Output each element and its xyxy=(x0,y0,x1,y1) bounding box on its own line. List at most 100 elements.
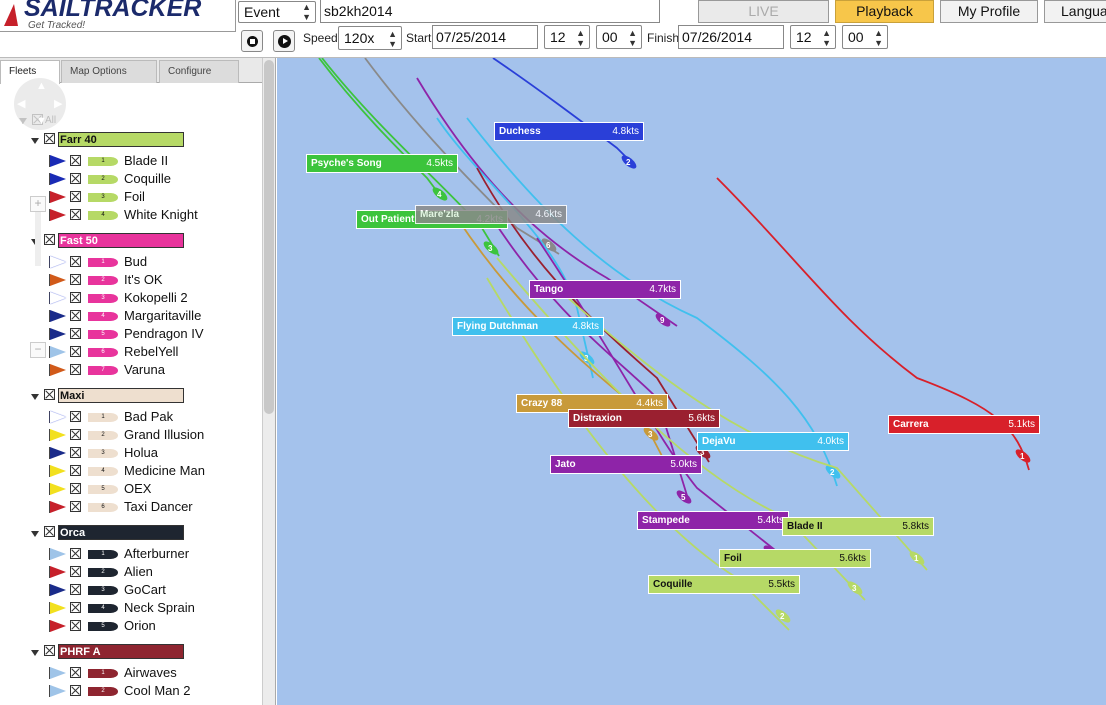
live-button[interactable]: LIVE xyxy=(698,0,829,23)
fleet-checkbox[interactable] xyxy=(44,234,55,245)
boat-name[interactable]: Taxi Dancer xyxy=(124,499,193,514)
boat-checkbox[interactable] xyxy=(70,209,81,220)
event-type-select[interactable]: Event ▲▼ xyxy=(238,1,316,23)
fleet-checkbox[interactable] xyxy=(44,526,55,537)
boat-position-marker[interactable] xyxy=(774,607,793,625)
boat-position-marker[interactable] xyxy=(1014,447,1033,465)
boat-name[interactable]: Coquille xyxy=(124,171,171,186)
pan-up-icon[interactable]: ▲ xyxy=(36,80,47,92)
boat-position-marker[interactable] xyxy=(908,549,927,567)
boat-name[interactable]: Margaritaville xyxy=(124,308,202,323)
boat-position-marker[interactable] xyxy=(431,185,450,203)
boat-checkbox[interactable] xyxy=(70,429,81,440)
boat-checkbox[interactable] xyxy=(70,465,81,476)
map-pan-control[interactable]: ▲ ▼ ◀ ▶ xyxy=(14,78,66,130)
boat-name[interactable]: Kokopelli 2 xyxy=(124,290,188,305)
fleet-header[interactable]: Fast 50 xyxy=(58,233,184,248)
boat-name[interactable]: Varuna xyxy=(124,362,165,377)
fleet-header[interactable]: Orca xyxy=(58,525,184,540)
boat-checkbox[interactable] xyxy=(70,191,81,202)
boat-checkbox[interactable] xyxy=(70,411,81,422)
boat-name[interactable]: It's OK xyxy=(124,272,163,287)
fleet-expand-toggle[interactable] xyxy=(31,138,39,144)
finish-minute-select[interactable]: 00 ▲▼ xyxy=(842,25,888,49)
boat-checkbox[interactable] xyxy=(70,155,81,166)
boat-checkbox[interactable] xyxy=(70,447,81,458)
boat-name[interactable]: Bad Pak xyxy=(124,409,174,424)
playback-button[interactable]: Playback xyxy=(835,0,934,23)
boat-checkbox[interactable] xyxy=(70,364,81,375)
fleet-expand-toggle[interactable] xyxy=(31,531,39,537)
boat-name[interactable]: Bud xyxy=(124,254,148,269)
boat-name[interactable]: Orion xyxy=(124,618,156,633)
boat-name[interactable]: Pendragon IV xyxy=(124,326,204,341)
boat-name[interactable]: Medicine Man xyxy=(124,463,205,478)
fleet-expand-toggle[interactable] xyxy=(31,394,39,400)
boat-checkbox[interactable] xyxy=(70,667,81,678)
fleet-checkbox[interactable] xyxy=(44,389,55,400)
boat-checkbox[interactable] xyxy=(70,310,81,321)
fleet-header[interactable]: Maxi xyxy=(58,388,184,403)
boat-name[interactable]: Cool Man 2 xyxy=(124,683,191,698)
boat-checkbox[interactable] xyxy=(70,173,81,184)
tab-map-options[interactable]: Map Options xyxy=(61,60,157,83)
boat-name[interactable]: Afterburner xyxy=(124,546,190,561)
boat-checkbox[interactable] xyxy=(70,548,81,559)
boat-name[interactable]: Alien xyxy=(124,564,153,579)
boat-checkbox[interactable] xyxy=(70,346,81,357)
language-button[interactable]: Langua xyxy=(1044,0,1106,23)
pan-right-icon[interactable]: ▶ xyxy=(54,98,63,110)
boat-name[interactable]: Foil xyxy=(124,189,145,204)
sailtracker-logo[interactable]: SAILTRACKER Get Tracked! xyxy=(0,0,236,32)
speed-select[interactable]: 120x ▲▼ xyxy=(338,26,402,50)
boat-name[interactable]: GoCart xyxy=(124,582,166,597)
pan-down-icon[interactable]: ▼ xyxy=(36,115,47,127)
sidebar-scrollbar[interactable] xyxy=(262,58,275,705)
start-minute-select[interactable]: 00 ▲▼ xyxy=(596,25,642,49)
pan-left-icon[interactable]: ◀ xyxy=(17,98,26,110)
fleet-checkbox[interactable] xyxy=(44,133,55,144)
fleet-header[interactable]: Farr 40 xyxy=(58,132,184,147)
boat-checkbox[interactable] xyxy=(70,328,81,339)
boat-name[interactable]: Blade II xyxy=(124,153,169,168)
zoom-out-button[interactable]: − xyxy=(30,342,46,358)
boat-name[interactable]: Holua xyxy=(124,445,158,460)
fleet-checkbox[interactable] xyxy=(44,645,55,656)
boat-checkbox[interactable] xyxy=(70,483,81,494)
boat-checkbox[interactable] xyxy=(70,620,81,631)
boat-checkbox[interactable] xyxy=(70,685,81,696)
boat-name[interactable]: Neck Sprain xyxy=(124,600,195,615)
boat-checkbox[interactable] xyxy=(70,292,81,303)
boat-position-marker[interactable] xyxy=(642,425,661,443)
start-hour-select[interactable]: 12 ▲▼ xyxy=(544,25,590,49)
tab-configure[interactable]: Configure xyxy=(159,60,239,83)
boat-checkbox[interactable] xyxy=(70,584,81,595)
boat-name[interactable]: Airwaves xyxy=(124,665,177,680)
boat-position-marker[interactable] xyxy=(846,579,865,597)
boat-name[interactable]: White Knight xyxy=(124,207,198,222)
finish-hour-select[interactable]: 12 ▲▼ xyxy=(790,25,836,49)
fleet-expand-toggle[interactable] xyxy=(31,650,39,656)
boat-checkbox[interactable] xyxy=(70,256,81,267)
zoom-in-button[interactable]: + xyxy=(30,196,46,212)
stop-button[interactable] xyxy=(241,30,263,52)
boat-name[interactable]: RebelYell xyxy=(124,344,179,359)
boat-name[interactable]: OEX xyxy=(124,481,152,496)
play-button[interactable] xyxy=(273,30,295,52)
boat-position-marker[interactable] xyxy=(654,311,673,329)
zoom-slider[interactable] xyxy=(35,212,41,266)
boat-name[interactable]: Grand Illusion xyxy=(124,427,205,442)
boat-position-marker[interactable] xyxy=(482,239,501,257)
